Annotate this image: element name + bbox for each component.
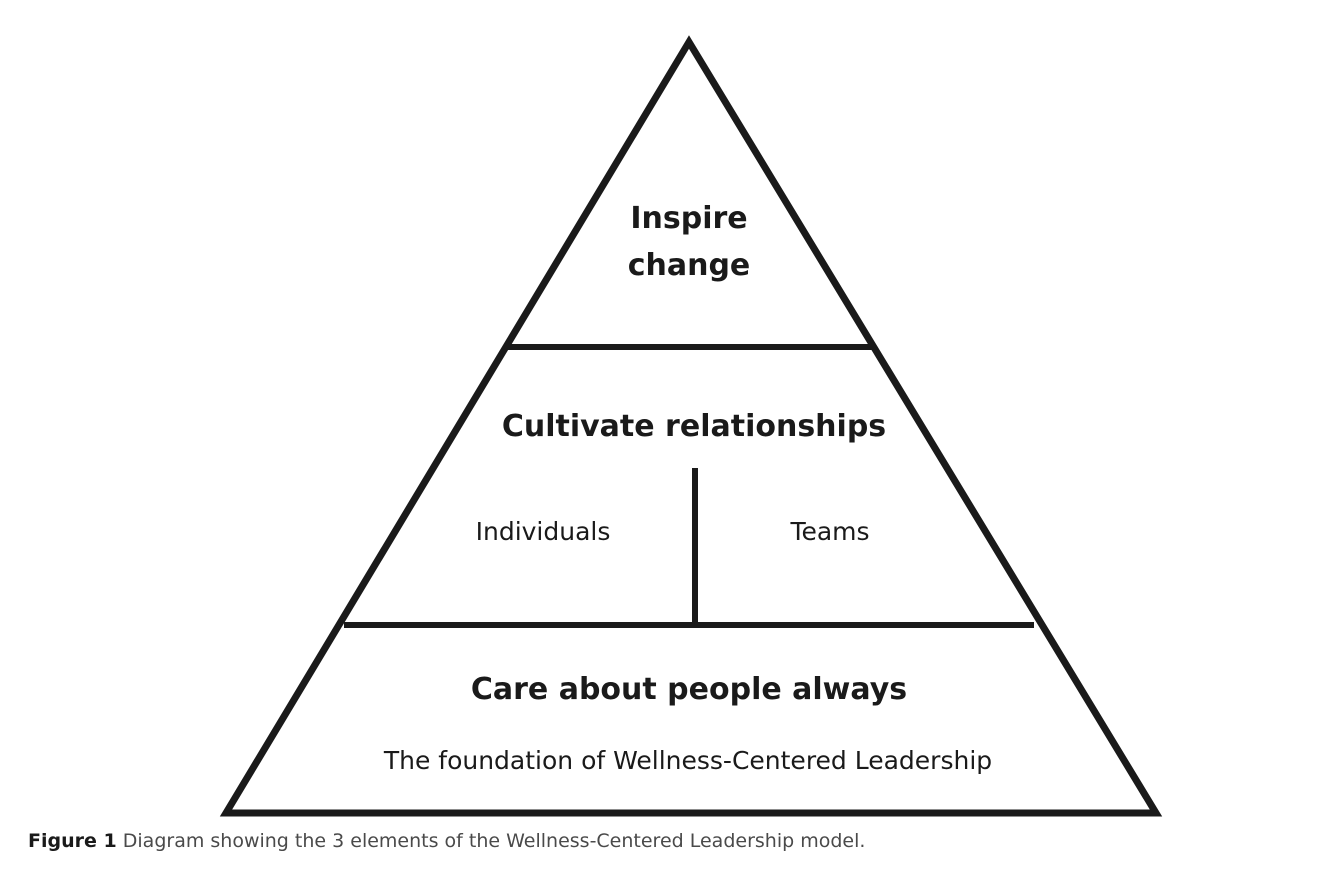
- pyramid-outline: [219, 35, 1163, 817]
- middle-tier-title: Cultivate relationships: [502, 409, 886, 444]
- top-tier-line2: change: [628, 248, 751, 283]
- figure-label: Figure 1: [28, 830, 117, 852]
- base-tier-subtitle: The foundation of Wellness-Centered Lead…: [383, 746, 992, 775]
- figure-caption-text: Diagram showing the 3 elements of the We…: [122, 830, 866, 852]
- figure-caption: Figure 1 Diagram showing the 3 elements …: [28, 830, 865, 852]
- base-tier-title: Care about people always: [471, 672, 907, 707]
- middle-tier-right-label: Teams: [789, 517, 869, 546]
- top-tier-line1: Inspire: [630, 201, 747, 236]
- middle-tier-left-label: Individuals: [476, 517, 611, 546]
